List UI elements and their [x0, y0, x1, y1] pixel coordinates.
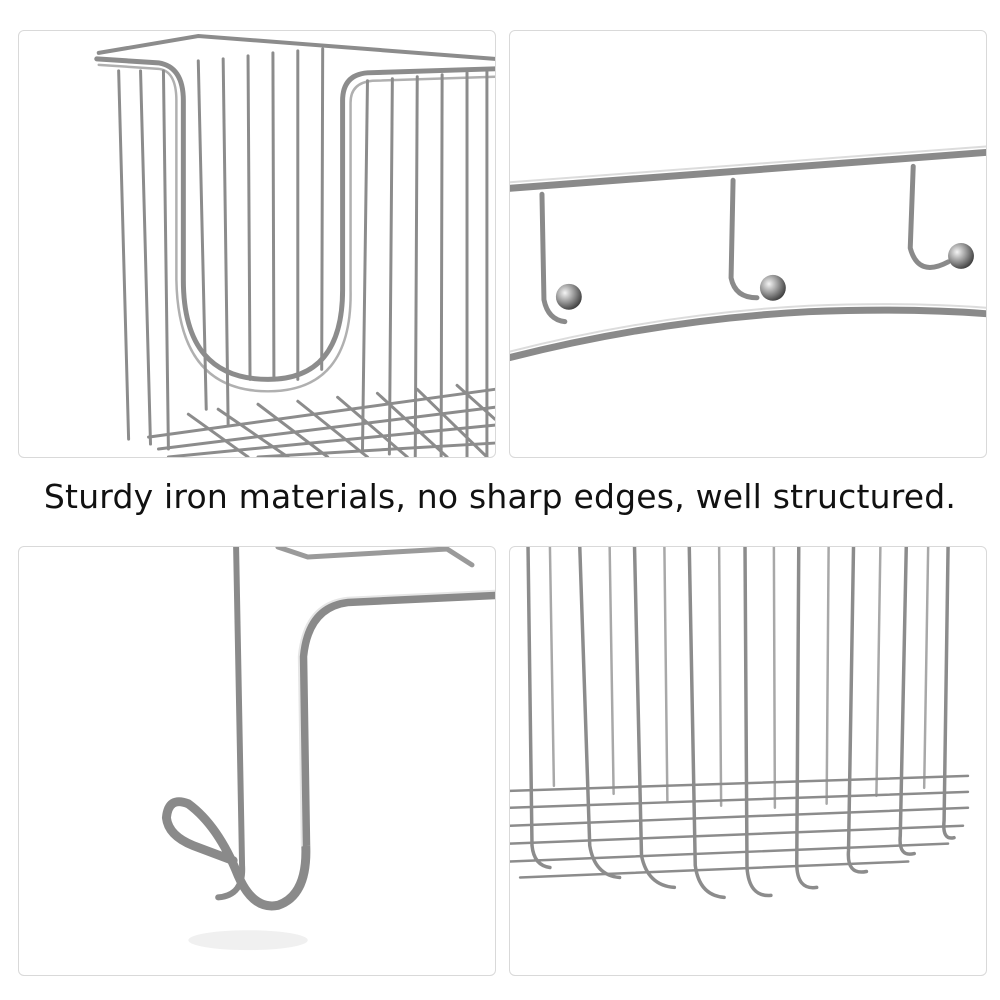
basket-cutout-illustration	[94, 33, 495, 457]
basket-bottom-illustration	[510, 547, 970, 900]
caption-text: Sturdy iron materials, no sharp edges, w…	[43, 477, 957, 516]
photo-panel-hooks	[509, 30, 987, 458]
door-hook-illustration	[161, 547, 495, 951]
photo-panel-basket-cutout	[18, 30, 496, 458]
photo-panel-basket-bottom	[509, 546, 987, 976]
hook-rail-illustration	[510, 145, 986, 361]
photo-panel-door-hook	[18, 546, 496, 976]
